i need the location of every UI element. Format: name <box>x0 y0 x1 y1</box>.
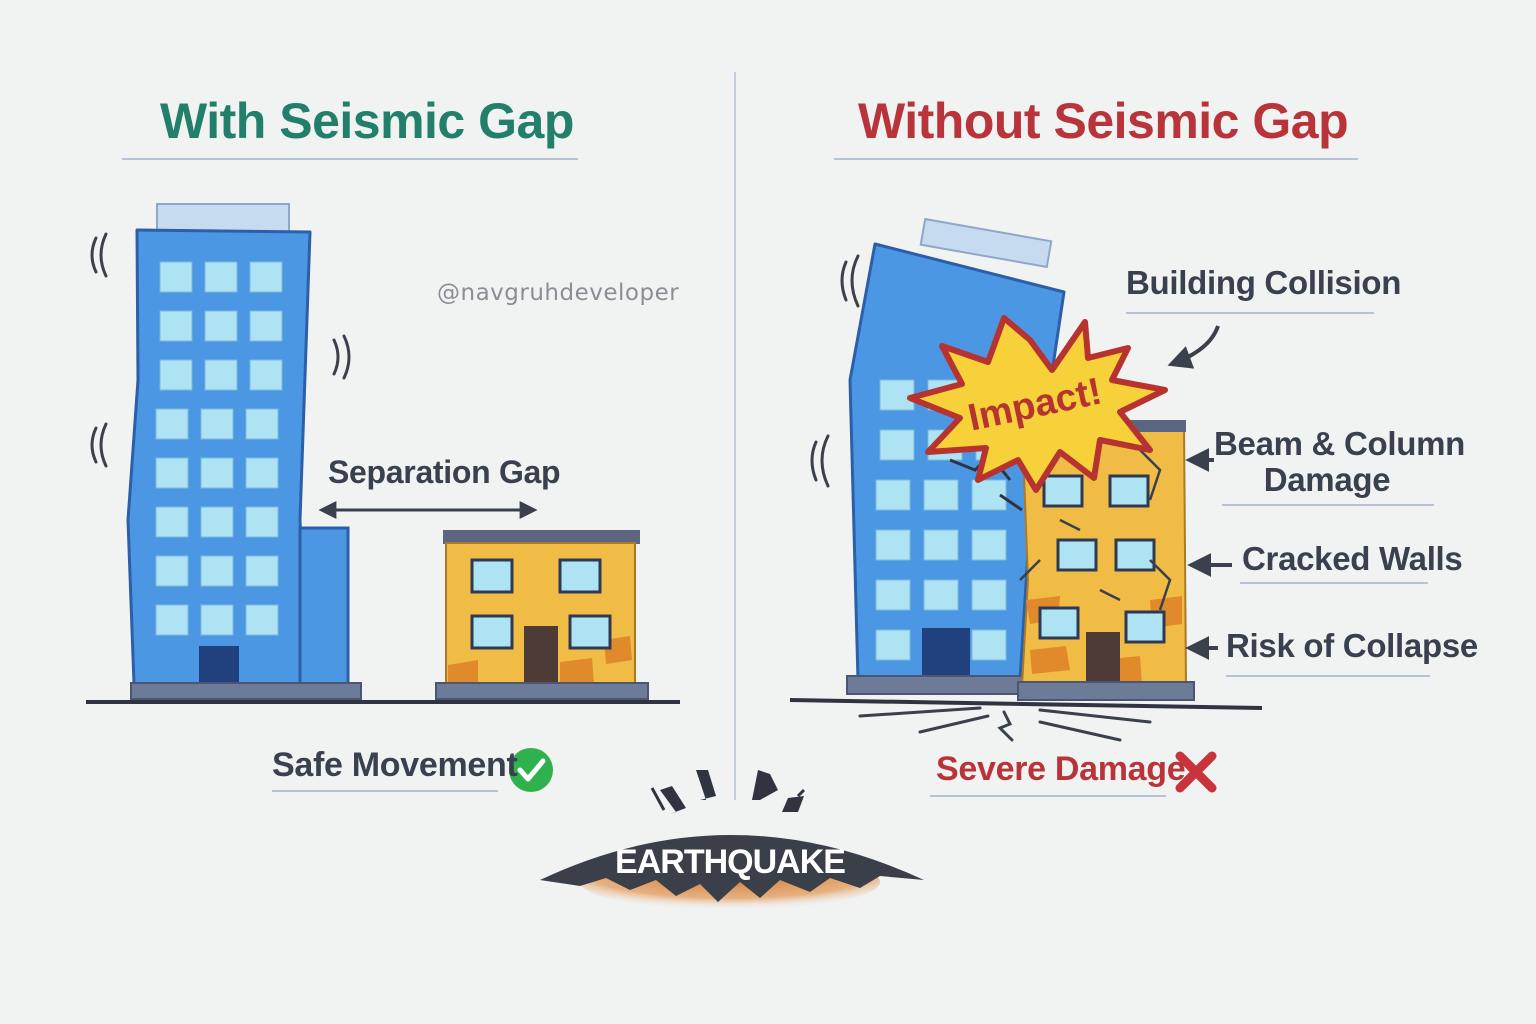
watermark-handle: @navgruhdeveloper <box>437 280 680 306</box>
callout-beam-column-line2: Damage <box>1263 461 1391 498</box>
building-window <box>875 629 911 661</box>
building-window <box>971 579 1007 611</box>
callout-beam-column-damage: Beam & Column Damage <box>1214 425 1465 498</box>
building-window <box>879 379 915 411</box>
cross-icon <box>1175 751 1217 793</box>
ground-crack-lines <box>858 706 1152 742</box>
left-panel-title: With Seismic Gap <box>160 93 574 149</box>
building-window <box>204 310 238 342</box>
building-window <box>875 579 911 611</box>
building-window <box>155 604 189 636</box>
building-window <box>204 359 238 391</box>
impact-burst: Impact! <box>907 315 1168 493</box>
building-window <box>159 261 193 293</box>
building-window <box>200 457 234 489</box>
callout-arrows <box>1167 325 1232 660</box>
building-window <box>155 506 189 538</box>
building-window <box>971 529 1007 561</box>
building-window <box>923 579 959 611</box>
building-window <box>245 457 279 489</box>
safe-movement-label: Safe Movement <box>272 746 518 784</box>
building-window <box>249 359 283 391</box>
building-window <box>200 408 234 440</box>
right-title-underline <box>834 158 1358 160</box>
building-window <box>249 261 283 293</box>
tower-sway-marks <box>810 254 860 488</box>
building-window <box>245 604 279 636</box>
building-window <box>971 629 1007 661</box>
building-window <box>155 408 189 440</box>
building-window <box>245 408 279 440</box>
building-window <box>875 529 911 561</box>
building-window <box>245 506 279 538</box>
building-window <box>875 479 911 511</box>
callout-building-collision: Building Collision <box>1126 264 1402 301</box>
building-window <box>155 555 189 587</box>
building-window <box>204 261 238 293</box>
building-window <box>159 310 193 342</box>
callout-beam-column-line1: Beam & Column <box>1214 425 1465 462</box>
building-window <box>249 310 283 342</box>
building-window <box>200 506 234 538</box>
building-window <box>159 359 193 391</box>
building-window <box>155 457 189 489</box>
sway-marks <box>90 232 351 468</box>
building-window <box>923 529 959 561</box>
building-window <box>879 429 915 461</box>
callout-risk-of-collapse: Risk of Collapse <box>1226 627 1478 664</box>
building-window <box>200 604 234 636</box>
building-window <box>923 479 959 511</box>
severe-damage-label: Severe Damage <box>936 750 1186 788</box>
panel-divider <box>734 72 736 800</box>
left-small-house <box>435 530 649 700</box>
earthquake-label: EARTHQUAKE <box>615 843 845 881</box>
building-window <box>245 555 279 587</box>
callout-cracked-walls: Cracked Walls <box>1242 540 1463 577</box>
earthquake-badge: EARTHQUAKE <box>540 770 924 910</box>
left-title-underline <box>122 158 578 160</box>
separation-gap-label: Separation Gap <box>328 454 561 490</box>
callout-underlines <box>272 312 1434 797</box>
right-ground-line <box>789 698 1263 710</box>
right-panel-title: Without Seismic Gap <box>858 93 1349 149</box>
left-tall-building <box>126 203 362 700</box>
building-window <box>200 555 234 587</box>
check-circle-icon <box>509 748 553 792</box>
